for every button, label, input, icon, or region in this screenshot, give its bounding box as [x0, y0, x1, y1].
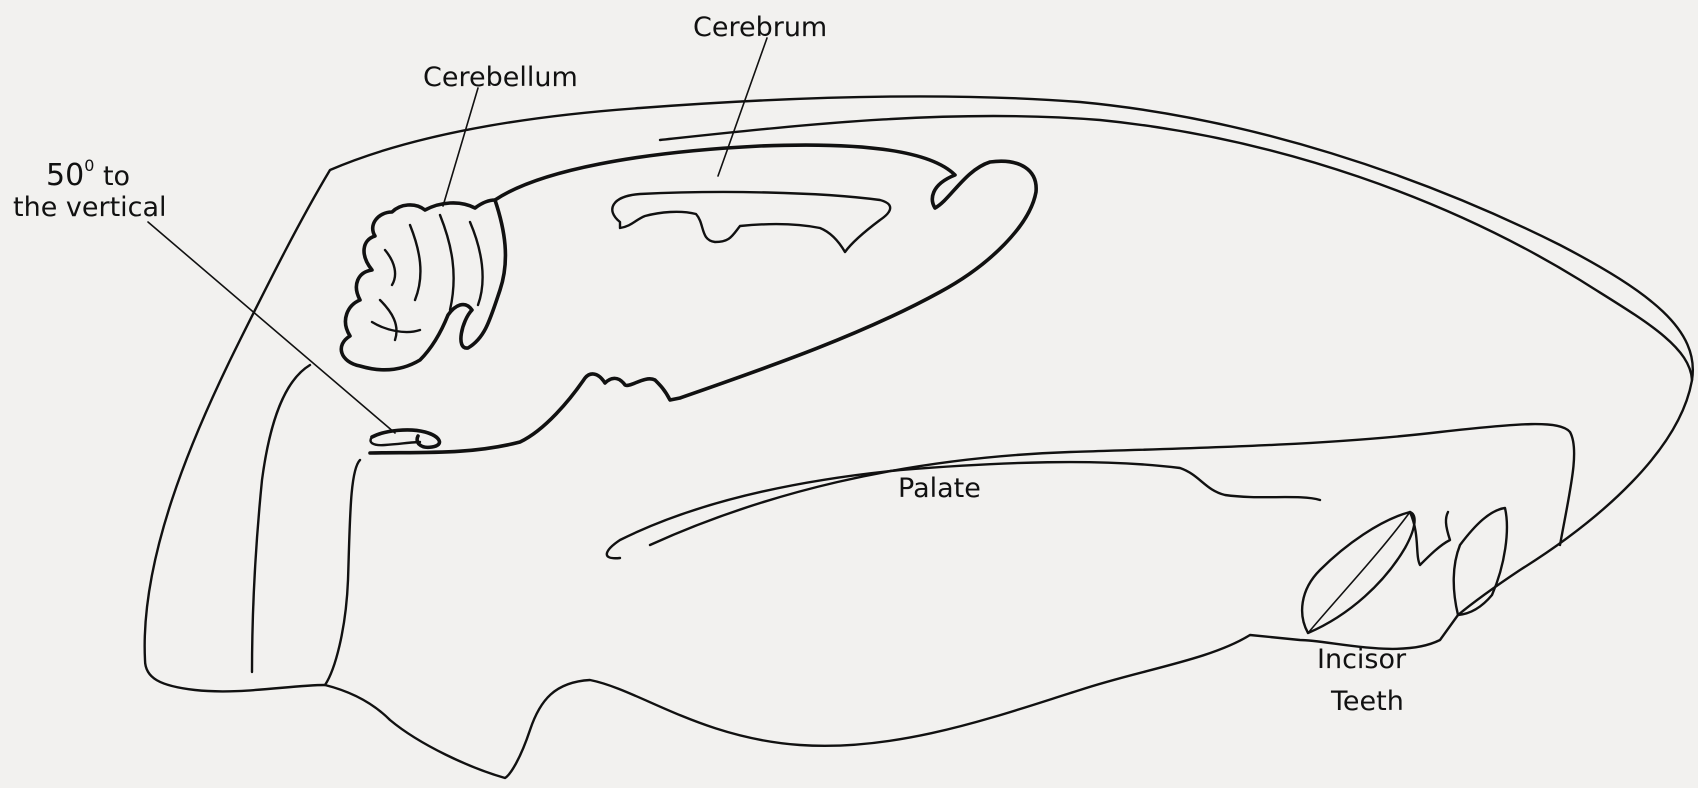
- occipital-band-inner: [325, 460, 360, 685]
- incisor-tooth-1: [1302, 512, 1414, 633]
- cerebrum-leader-line: [718, 38, 767, 176]
- spinal-cord-lower: [371, 437, 420, 445]
- cerebrum-inner-shape: [612, 192, 890, 252]
- skull-inner-roof: [660, 116, 1692, 380]
- label-angle-line2: the vertical: [13, 192, 167, 223]
- occipital-band-outer: [252, 365, 310, 672]
- label-palate: Palate: [898, 473, 981, 504]
- incisor-area-line: [1410, 512, 1450, 565]
- nasal-cavity-top: [650, 424, 1574, 545]
- label-angle-line1: 500 to: [46, 156, 130, 193]
- label-angle-number: 50: [46, 158, 84, 193]
- label-angle-to: to: [94, 161, 130, 192]
- cerebellum-leader-line: [443, 88, 478, 206]
- label-teeth: Teeth: [1330, 686, 1404, 717]
- label-cerebellum: Cerebellum: [423, 62, 578, 93]
- skull-outer-outline: [145, 96, 1693, 778]
- angle-leader-line: [148, 222, 395, 433]
- label-cerebrum: Cerebrum: [693, 12, 827, 43]
- label-angle-degree: 0: [84, 156, 94, 175]
- incisor-tooth-1-edge: [1308, 512, 1410, 633]
- label-incisor: Incisor: [1317, 644, 1407, 675]
- cerebellum-outline: [341, 200, 505, 370]
